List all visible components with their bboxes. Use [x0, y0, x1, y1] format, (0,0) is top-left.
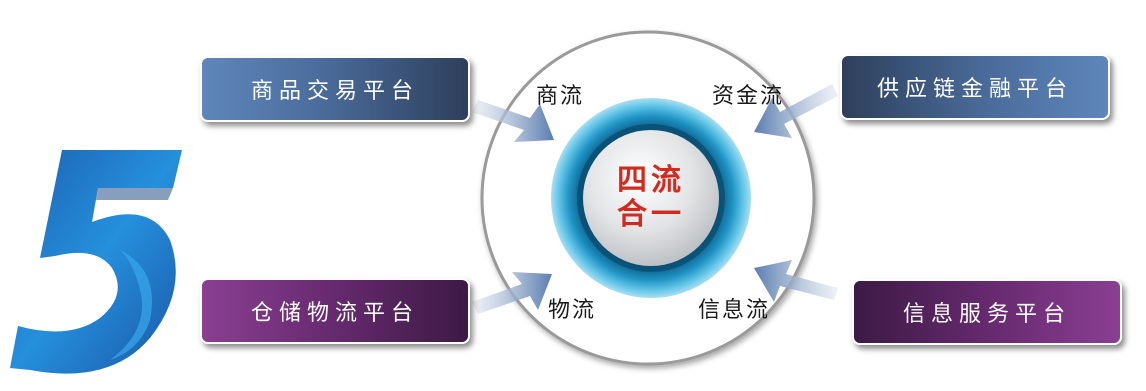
- numeral-five-graphic: [10, 150, 182, 374]
- platform-label: 信息服务平台: [902, 302, 1071, 327]
- flow-label-commerce: 商流: [536, 84, 585, 109]
- center-title: 四流 合一: [591, 164, 711, 232]
- arrow-bottom-left: [472, 272, 552, 314]
- arrow-bottom-right: [754, 260, 838, 302]
- platform-label: 仓储物流平台: [250, 301, 419, 326]
- platform-box-supply-chain-finance: 供应链金融平台: [840, 54, 1110, 120]
- flow-label-information: 信息流: [698, 298, 771, 323]
- platform-label: 供应链金融平台: [876, 77, 1073, 102]
- platform-label: 商品交易平台: [250, 79, 419, 104]
- flow-label-capital: 资金流: [712, 84, 785, 109]
- center-title-line-1: 四流: [617, 163, 685, 198]
- flow-label-logistics: 物流: [548, 298, 597, 323]
- center-title-line-2: 合一: [617, 197, 685, 232]
- center-core: [583, 130, 719, 266]
- platform-box-commodity-trading: 商品交易平台: [200, 56, 470, 122]
- platform-box-information-service: 信息服务平台: [852, 279, 1122, 345]
- platform-box-warehouse-logistics: 仓储物流平台: [200, 278, 470, 344]
- arrow-top-left: [472, 100, 554, 142]
- arrow-top-right: [754, 84, 838, 138]
